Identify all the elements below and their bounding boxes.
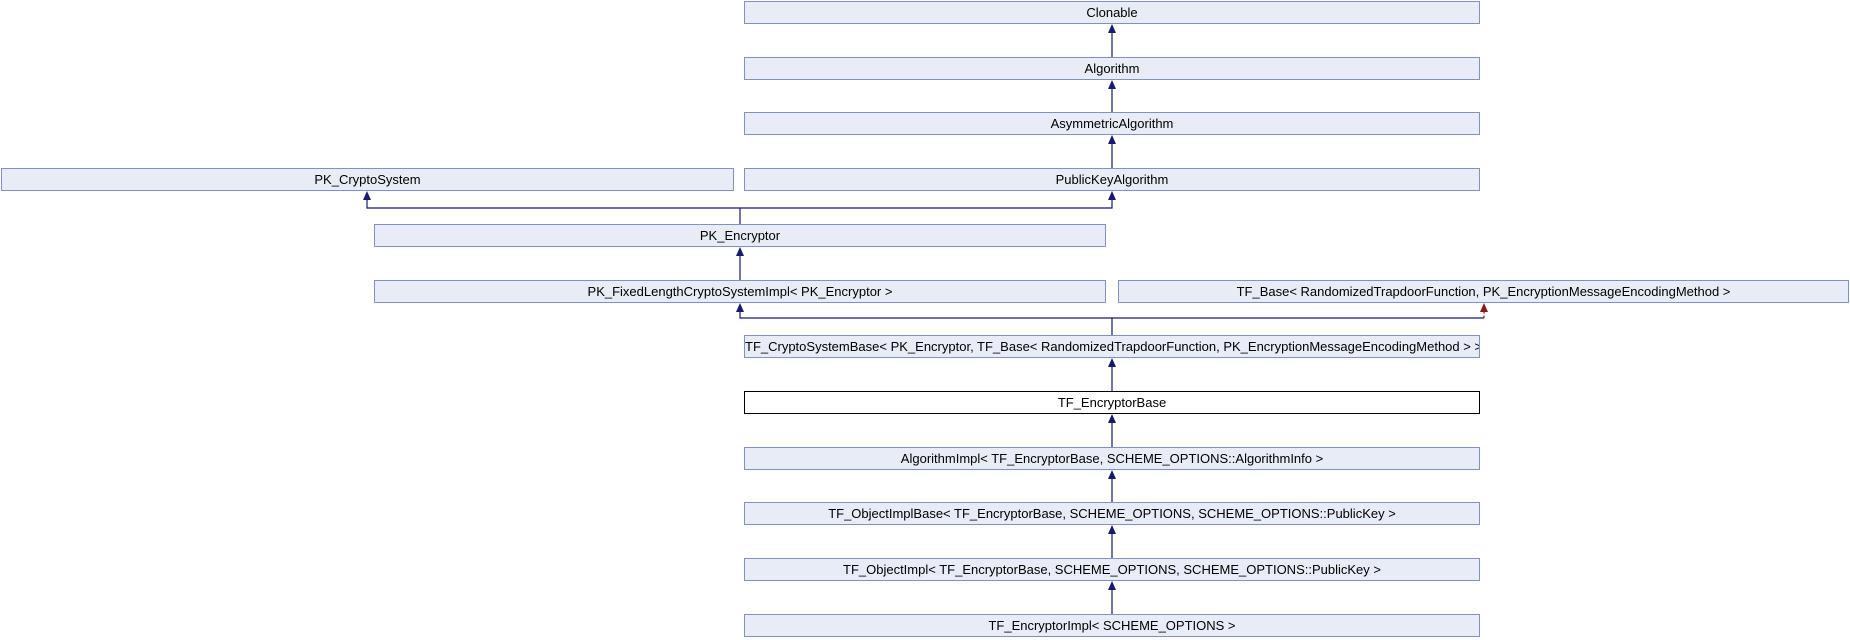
class-node-algorithm[interactable]: Algorithm bbox=[744, 57, 1480, 80]
class-node-clonable[interactable]: Clonable bbox=[744, 1, 1480, 24]
edge-tfobjectimpl-to-tfobjectimplbase bbox=[1108, 525, 1116, 558]
class-node-pk-fixedlengthcryptosystemimpl[interactable]: PK_FixedLengthCryptoSystemImpl< PK_Encry… bbox=[374, 280, 1106, 303]
class-node-tf-encryptorbase-current: TF_EncryptorBase bbox=[744, 391, 1480, 414]
edge-publickeyalgorithm-to-asymmetricalgorithm bbox=[1108, 135, 1116, 168]
edge-asymmetricalgorithm-to-algorithm bbox=[1108, 80, 1116, 112]
class-node-pk-encryptor[interactable]: PK_Encryptor bbox=[374, 224, 1106, 247]
edge-algorithmimpl-to-tfencryptorbase bbox=[1108, 414, 1116, 447]
class-node-pk-cryptosystem[interactable]: PK_CryptoSystem bbox=[1, 168, 734, 191]
edge-tfencryptorimpl-to-tfobjectimpl bbox=[1108, 581, 1116, 614]
class-node-algorithmimpl[interactable]: AlgorithmImpl< TF_EncryptorBase, SCHEME_… bbox=[744, 447, 1480, 470]
edge-pkencryptor-to-pkcryptosystem bbox=[363, 191, 741, 224]
edge-tfencryptorbase-to-tfcryptosystembase bbox=[1108, 358, 1116, 391]
class-node-tf-objectimplbase[interactable]: TF_ObjectImplBase< TF_EncryptorBase, SCH… bbox=[744, 502, 1480, 525]
edge-tfcryptosystembase-to-pkfixedlength bbox=[736, 303, 1113, 335]
class-node-tf-encryptorimpl[interactable]: TF_EncryptorImpl< SCHEME_OPTIONS > bbox=[744, 614, 1480, 637]
edge-tfcryptosystembase-to-tfbase bbox=[1112, 303, 1488, 319]
class-node-publickeyalgorithm[interactable]: PublicKeyAlgorithm bbox=[744, 168, 1480, 191]
class-node-tf-cryptosystembase[interactable]: TF_CryptoSystemBase< PK_Encryptor, TF_Ba… bbox=[744, 335, 1480, 358]
class-node-asymmetricalgorithm[interactable]: AsymmetricAlgorithm bbox=[744, 112, 1480, 135]
edge-tfobjectimplbase-to-algorithmimpl bbox=[1108, 470, 1116, 502]
class-node-tf-objectimpl[interactable]: TF_ObjectImpl< TF_EncryptorBase, SCHEME_… bbox=[744, 558, 1480, 581]
edge-pkencryptor-to-publickeyalgorithm bbox=[740, 191, 1116, 209]
class-node-tf-base[interactable]: TF_Base< RandomizedTrapdoorFunction, PK_… bbox=[1118, 280, 1849, 303]
edge-pkfixedlength-to-pkencryptor bbox=[736, 247, 744, 280]
